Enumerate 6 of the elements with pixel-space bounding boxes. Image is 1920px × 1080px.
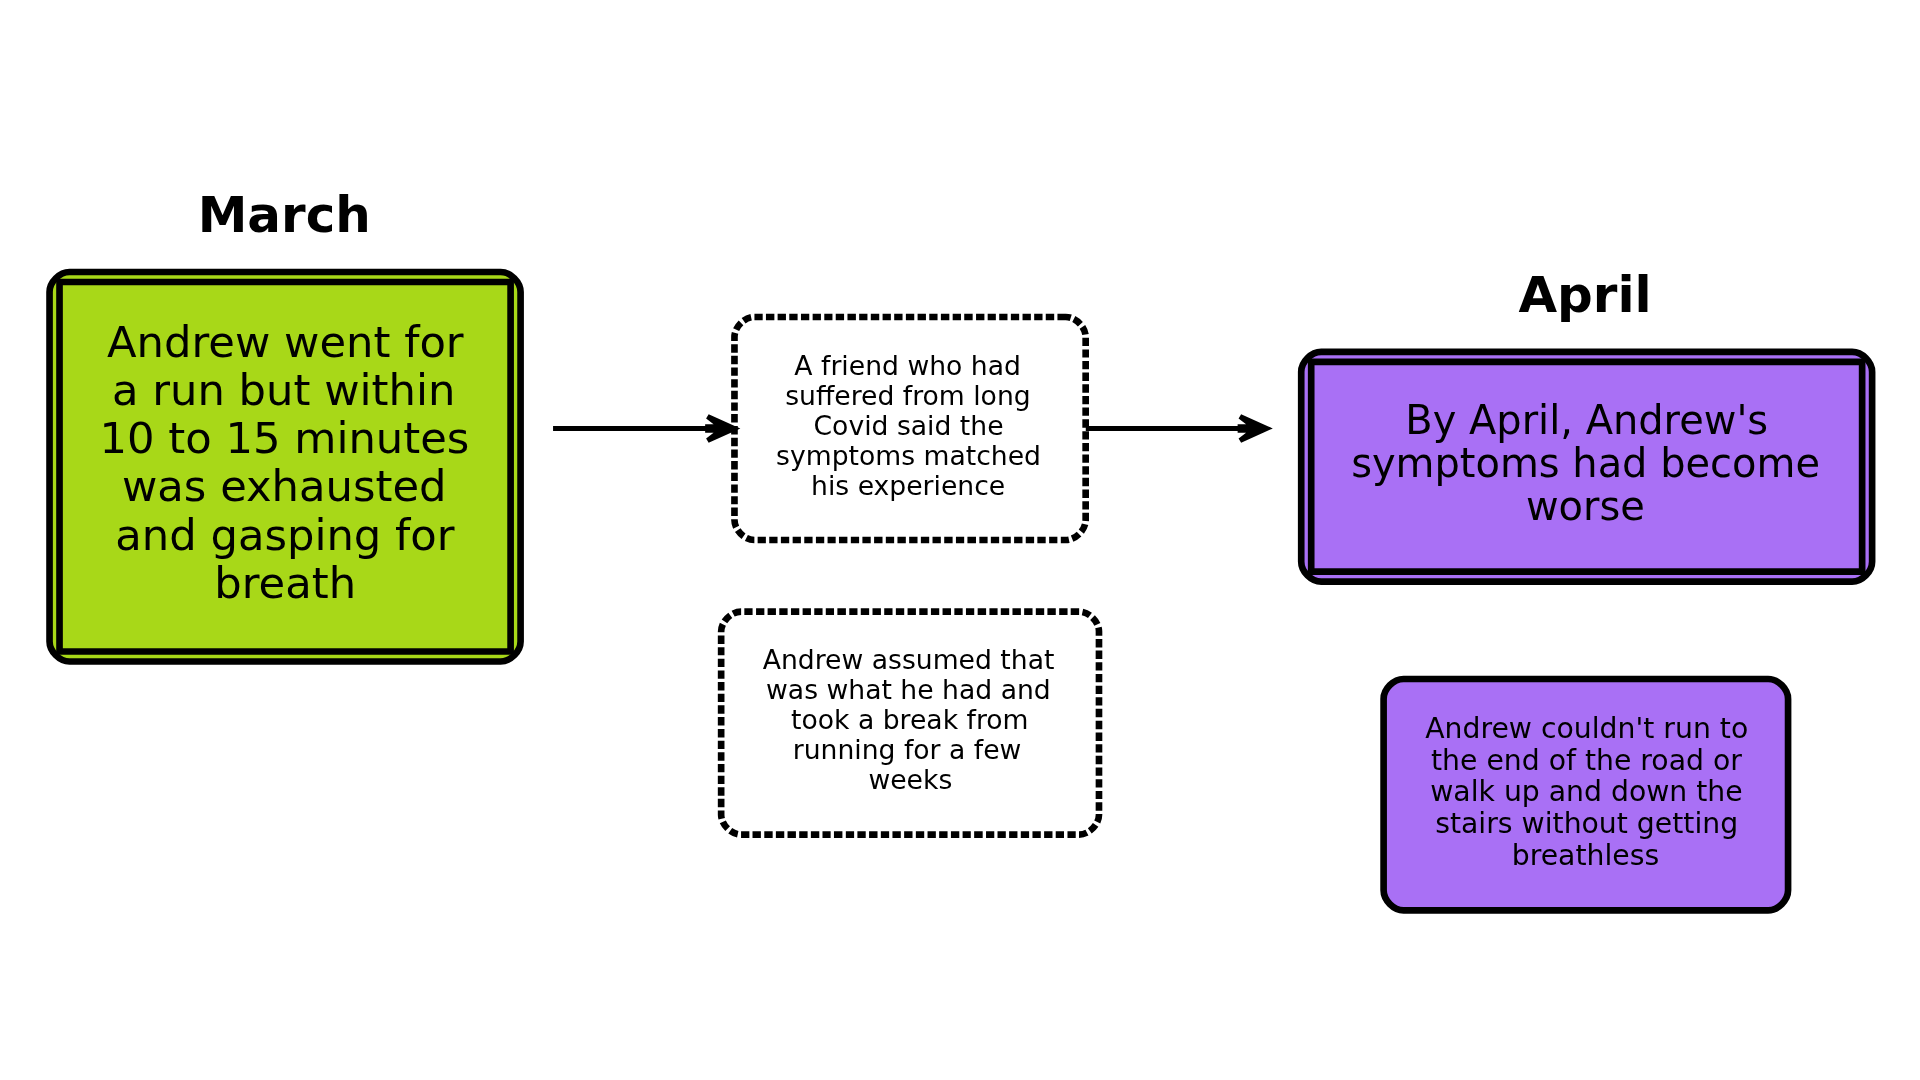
node-label: March xyxy=(197,186,371,245)
node-box: Andrew assumed that was what he had and took a break from running for a few weeks xyxy=(717,608,1103,838)
node-label: April xyxy=(1518,265,1652,324)
node-box: Andrew couldn't run to the end of the road or walk up and down the stairs without getting breathless xyxy=(1380,675,1792,914)
node-box: A friend who had suffered from long Covid said the symptoms matched his experience xyxy=(731,313,1089,544)
arrow xyxy=(1085,414,1270,443)
